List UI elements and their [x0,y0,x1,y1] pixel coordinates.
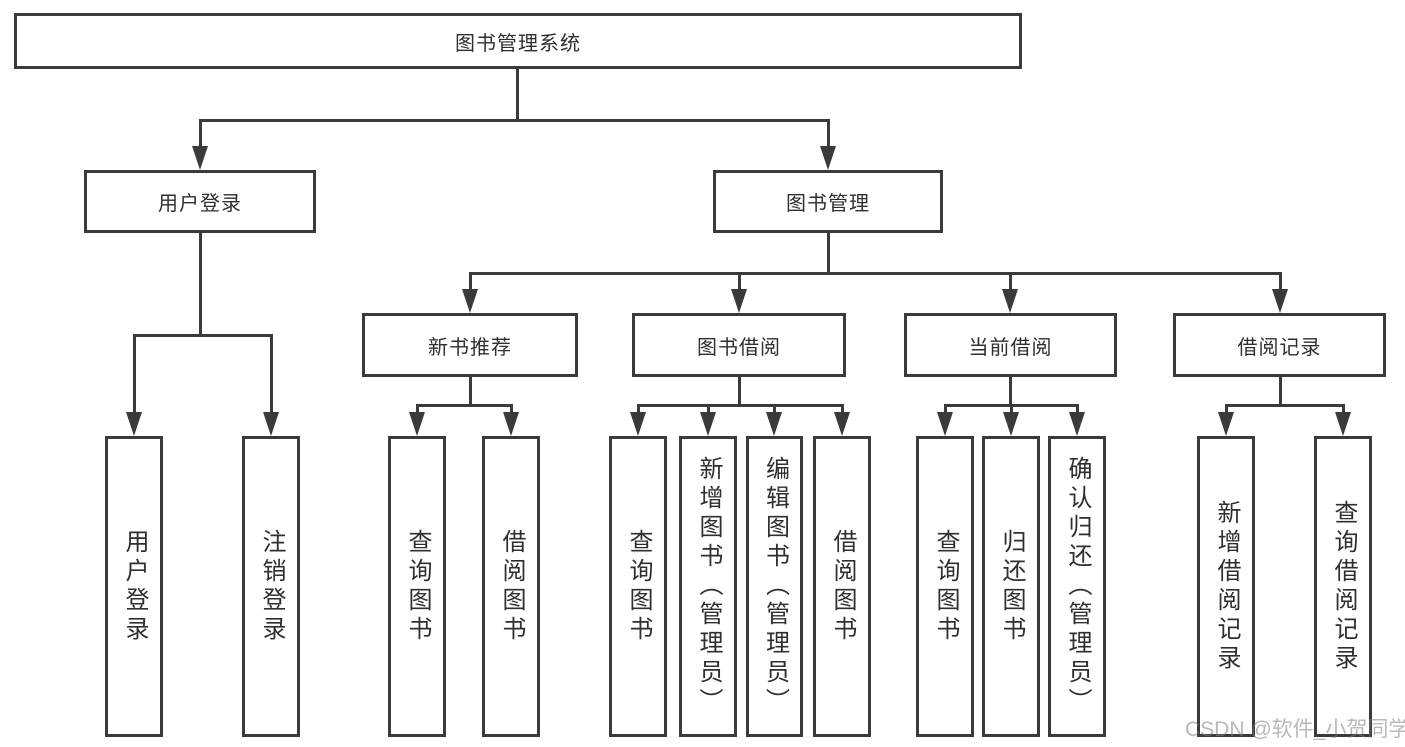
node-current-borrowing: 当前借阅 [904,313,1117,377]
connector-hline [636,403,844,407]
leaf-query-books-borrowing-label: 查询图书 [625,528,652,645]
arrow-down-icon [731,289,747,313]
connector-vline [1224,405,1228,416]
node-book-management: 图书管理 [713,170,943,233]
connector-vline [737,377,741,406]
connector-vline [198,120,202,150]
leaf-user-login: 用户登录 [105,436,163,737]
connector-vline [415,405,419,416]
leaf-query-borrow-record: 查询借阅记录 [1314,436,1372,737]
leaf-edit-books-admin: 编辑图书（管理员） [746,436,803,737]
arrow-down-icon [1069,412,1085,436]
watermark: CSDN @软件_小贺同学 [1185,718,1405,741]
connector-vline [468,273,472,292]
node-borrowing-records: 借阅记录 [1173,313,1386,377]
arrow-down-icon [700,412,716,436]
arrow-down-icon [263,412,279,436]
node-user-login: 用户登录 [84,170,316,233]
leaf-query-books-current: 查询图书 [916,436,974,737]
connector-vline [840,405,844,416]
arrow-down-icon [409,412,425,436]
connector-vline [772,405,776,416]
leaf-logout-login: 注销登录 [242,436,300,737]
leaf-query-books-current-label: 查询图书 [932,528,959,645]
connector-vline [943,405,947,416]
connector-vline [636,405,640,416]
connector-hline [468,271,1282,275]
connector-vline [1009,405,1013,416]
connector-hline [415,403,513,407]
arrow-down-icon [1335,412,1351,436]
connector-hline [132,333,273,337]
arrow-down-icon [937,412,953,436]
connector-vline [1008,377,1012,406]
connector-vline [1278,273,1282,292]
leaf-add-borrow-record: 新增借阅记录 [1197,436,1255,737]
connector-hline [198,118,830,122]
arrow-down-icon [503,412,519,436]
leaf-add-borrow-record-label: 新增借阅记录 [1213,499,1240,674]
node-new-book-recommendation: 新书推荐 [362,313,578,377]
arrow-down-icon [1003,412,1019,436]
arrow-down-icon [126,412,142,436]
connector-vline [515,69,519,122]
leaf-confirm-return-admin-label: 确认归还（管理员） [1064,456,1091,717]
leaf-query-borrow-record-label: 查询借阅记录 [1330,499,1357,674]
leaf-edit-books-admin-label: 编辑图书（管理员） [761,456,789,717]
leaf-add-books-admin-label: 新增图书（管理员） [695,456,722,717]
node-library-management-system: 图书管理系统 [14,13,1022,69]
leaf-borrow-books-borrowing-label: 借阅图书 [829,528,856,645]
connector-vline [826,233,830,274]
connector-vline [468,377,472,406]
arrow-down-icon [834,412,850,436]
connector-vline [132,335,136,416]
connector-vline [198,233,202,336]
connector-vline [706,405,710,416]
leaf-logout-login-label: 注销登录 [258,528,285,645]
leaf-return-books: 归还图书 [982,436,1040,737]
connector-vline [826,120,830,150]
arrow-down-icon [630,412,646,436]
leaf-borrow-books-recommend-label: 借阅图书 [498,528,525,645]
connector-vline [509,405,513,416]
arrow-down-icon [192,146,208,170]
leaf-query-books-recommend-label: 查询图书 [404,528,431,645]
arrow-down-icon [1002,289,1018,313]
leaf-borrow-books-recommend: 借阅图书 [482,436,540,737]
connector-hline [1224,403,1345,407]
leaf-confirm-return-admin: 确认归还（管理员） [1048,436,1106,737]
arrow-down-icon [766,412,782,436]
arrow-down-icon [1218,412,1234,436]
arrow-down-icon [820,146,836,170]
connector-vline [1341,405,1345,416]
connector-vline [737,273,741,292]
arrow-down-icon [462,289,478,313]
connector-vline [1075,405,1079,416]
leaf-query-books-recommend: 查询图书 [388,436,446,737]
leaf-add-books-admin: 新增图书（管理员） [679,436,737,737]
connector-vline [1008,273,1012,292]
connector-vline [1278,377,1282,406]
arrow-down-icon [1272,289,1288,313]
leaf-query-books-borrowing: 查询图书 [609,436,667,737]
connector-vline [269,335,273,416]
leaf-borrow-books-borrowing: 借阅图书 [813,436,871,737]
node-book-borrowing: 图书借阅 [632,313,846,377]
leaf-return-books-label: 归还图书 [998,528,1025,645]
leaf-user-login-label: 用户登录 [121,528,148,645]
